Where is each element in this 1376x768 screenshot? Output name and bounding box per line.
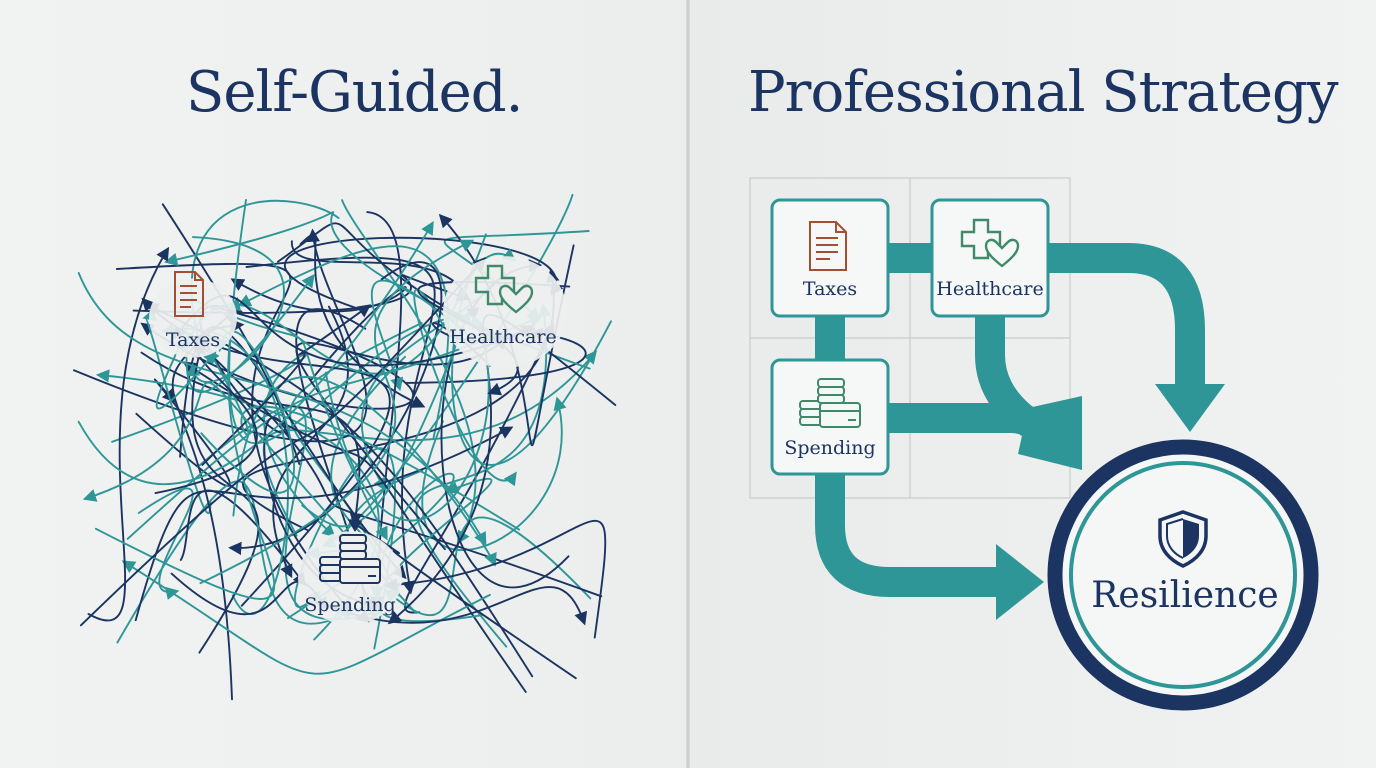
tangled-arrow bbox=[421, 396, 567, 551]
tangled-arrow bbox=[121, 560, 491, 675]
box-taxes-label: Taxes bbox=[803, 278, 857, 300]
left-node-healthcare-label: Healthcare bbox=[449, 326, 556, 348]
arrowhead-right bbox=[996, 544, 1044, 620]
document-icon bbox=[174, 271, 204, 317]
background-grid bbox=[749, 177, 1071, 499]
coins-card-icon bbox=[799, 378, 861, 428]
tangled-arrow bbox=[116, 480, 355, 644]
resilience-target: Resilience bbox=[1047, 439, 1319, 711]
tangled-arrow bbox=[199, 239, 475, 585]
tangled-arrow bbox=[87, 246, 170, 622]
box-spending-label: Spending bbox=[784, 437, 875, 459]
shield-icon bbox=[1158, 510, 1208, 568]
flow-arrow-healthcare-to-resilience bbox=[1040, 243, 1205, 388]
box-taxes: Taxes bbox=[770, 198, 890, 318]
left-node-taxes-label: Taxes bbox=[166, 329, 220, 351]
tangled-arrow bbox=[94, 296, 276, 600]
tangled-arrow bbox=[79, 256, 487, 627]
tangled-arrow bbox=[277, 222, 508, 342]
tangled-arrow bbox=[237, 245, 450, 439]
arrowhead-diagonal bbox=[1018, 396, 1082, 470]
document-icon bbox=[809, 221, 847, 271]
tangled-arrow bbox=[137, 487, 194, 600]
box-healthcare-label: Healthcare bbox=[936, 278, 1043, 300]
resilience-label: Resilience bbox=[1091, 575, 1278, 616]
medical-cross-heart-icon bbox=[474, 264, 534, 314]
tangled-arrow bbox=[142, 308, 212, 514]
tangled-arrow bbox=[191, 340, 260, 654]
tangled-arrow bbox=[134, 426, 514, 622]
node-halo bbox=[149, 278, 237, 358]
tangled-arrow bbox=[301, 310, 471, 528]
tangled-arrow bbox=[283, 236, 564, 309]
medical-cross-heart-icon bbox=[960, 218, 1020, 268]
left-node-healthcare: Healthcare bbox=[449, 264, 557, 348]
flow-arrow-spending-down-to-resilience bbox=[815, 470, 1000, 597]
left-node-spending-label: Spending bbox=[304, 594, 395, 616]
tangled-arrow bbox=[404, 321, 555, 614]
arrowhead-down bbox=[1155, 384, 1225, 432]
tangled-arrow bbox=[413, 288, 517, 487]
tangled-arrow bbox=[324, 315, 490, 522]
tangled-arrows bbox=[72, 193, 617, 701]
box-spending: Spending bbox=[770, 358, 890, 476]
tangled-arrow bbox=[245, 256, 436, 595]
tangled-arrow bbox=[383, 519, 607, 639]
coins-card-icon bbox=[319, 534, 381, 584]
tangled-arrow bbox=[341, 199, 477, 545]
tangled-arrow bbox=[193, 338, 603, 598]
tangled-arrow bbox=[77, 221, 434, 485]
flow-arrowheads bbox=[996, 384, 1225, 620]
node-halo bbox=[443, 256, 567, 368]
flow-arrow-spending-to-resilience bbox=[880, 403, 1058, 445]
left-node-taxes: Taxes bbox=[166, 271, 220, 351]
box-healthcare: Healthcare bbox=[930, 198, 1050, 318]
tangled-arrow bbox=[195, 300, 388, 541]
tangled-arrow bbox=[186, 236, 285, 383]
tangled-arrow bbox=[347, 519, 577, 680]
tangled-arrow bbox=[77, 272, 487, 546]
tangled-arrow bbox=[200, 330, 295, 494]
tangled-arrow bbox=[140, 351, 363, 527]
tangled-arrow bbox=[228, 261, 443, 556]
tangled-arrow bbox=[272, 305, 349, 579]
tangled-arrow bbox=[384, 516, 592, 617]
tangled-arrow bbox=[164, 211, 591, 370]
professional-strategy-title: Professional Strategy bbox=[748, 60, 1338, 125]
tangled-arrow bbox=[82, 381, 417, 614]
tangled-arrow bbox=[201, 304, 372, 466]
self-guided-title: Self-Guided. bbox=[186, 60, 523, 125]
left-node-spending: Spending bbox=[304, 534, 396, 616]
center-divider bbox=[686, 0, 690, 768]
